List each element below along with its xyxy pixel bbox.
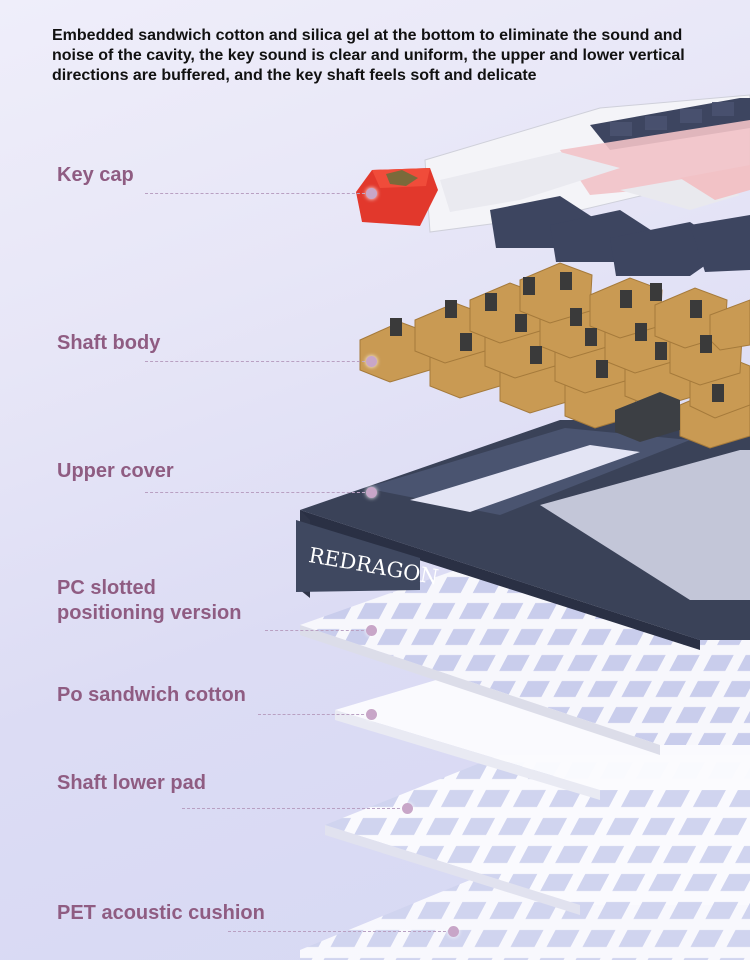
dot-key-cap xyxy=(366,188,377,199)
leader-pc-plate xyxy=(265,630,369,631)
label-pc-slotted: PC slotted xyxy=(57,577,156,599)
dot-pet-cushion xyxy=(448,926,459,937)
leader-po-cotton xyxy=(258,714,369,715)
upper-cover-frame xyxy=(296,420,750,650)
label-pet-acoustic-cushion: PET acoustic cushion xyxy=(57,902,265,924)
label-po-sandwich-cotton: Po sandwich cotton xyxy=(57,684,246,706)
shaft-lower-pad-layer xyxy=(325,755,750,915)
dot-shaft-body xyxy=(366,356,377,367)
label-key-cap: Key cap xyxy=(57,164,134,186)
keycaps xyxy=(356,94,750,276)
leader-lower-pad xyxy=(182,808,405,809)
dot-lower-pad xyxy=(402,803,413,814)
dot-pc-plate xyxy=(366,625,377,636)
switch-bodies xyxy=(359,262,750,449)
leader-shaft-body xyxy=(145,361,370,362)
leader-upper-cover xyxy=(145,492,370,493)
headline-description: Embedded sandwich cotton and silica gel … xyxy=(52,27,685,84)
red-keycap xyxy=(356,168,438,226)
dot-po-cotton xyxy=(366,709,377,720)
label-shaft-body: Shaft body xyxy=(57,332,161,354)
label-shaft-lower-pad: Shaft lower pad xyxy=(57,772,206,794)
label-positioning-version: positioning version xyxy=(57,602,242,624)
leader-key-cap xyxy=(145,193,370,194)
dot-upper-cover xyxy=(366,487,377,498)
label-upper-cover: Upper cover xyxy=(57,460,174,482)
leader-pet-cushion xyxy=(228,931,451,932)
